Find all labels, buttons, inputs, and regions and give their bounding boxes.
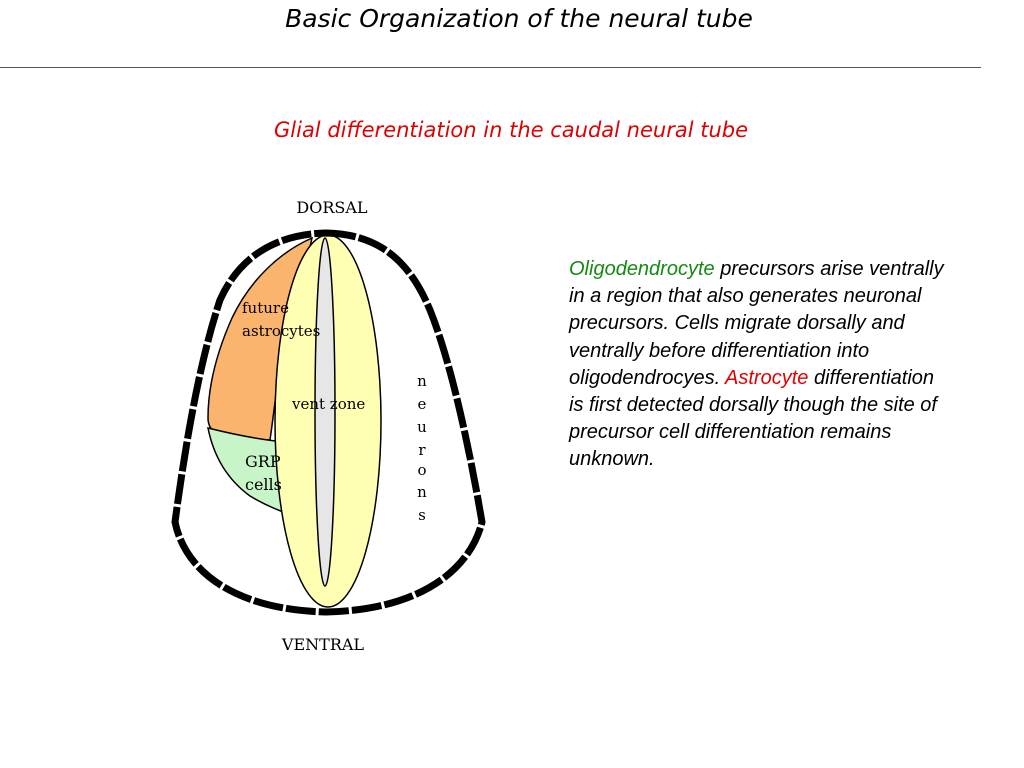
neural-tube-outline xyxy=(171,229,486,616)
description-paragraph: Oligodendrocyte precursors arise ventral… xyxy=(569,256,949,474)
ventral-label: VENTRAL xyxy=(281,635,365,654)
neurons-letter: o xyxy=(417,461,426,479)
lumen xyxy=(314,237,336,587)
oligodendrocyte-term: Oligodendrocyte xyxy=(569,258,715,280)
vent-zone-label: vent zone xyxy=(291,395,365,413)
grp-label-line2: cells xyxy=(245,475,282,494)
description-text-part1: precursors arise ventrally in a region t… xyxy=(569,258,944,389)
neurons-letter: n xyxy=(417,483,427,501)
neurons-label: n e u r o n s xyxy=(417,372,427,524)
dorsal-label: DORSAL xyxy=(296,198,368,217)
slide-subtitle: Glial differentiation in the caudal neur… xyxy=(274,118,748,142)
grp-label-line1: GRP xyxy=(245,452,281,471)
title-divider xyxy=(0,67,981,68)
neurons-letter: r xyxy=(418,441,426,459)
neurons-letter: e xyxy=(418,395,427,413)
neurons-letter: u xyxy=(417,418,427,436)
astrocyte-term: Astrocyte xyxy=(725,366,809,389)
neurons-letter: s xyxy=(418,506,426,524)
slide-title: Basic Organization of the neural tube xyxy=(285,4,753,33)
neurons-letter: n xyxy=(417,372,427,390)
future-astrocytes-label-line1: future xyxy=(242,299,289,317)
description-text-part2: differentiation is first detected dorsal… xyxy=(569,366,937,471)
future-astrocytes-label-line2: astrocytes xyxy=(242,322,320,340)
